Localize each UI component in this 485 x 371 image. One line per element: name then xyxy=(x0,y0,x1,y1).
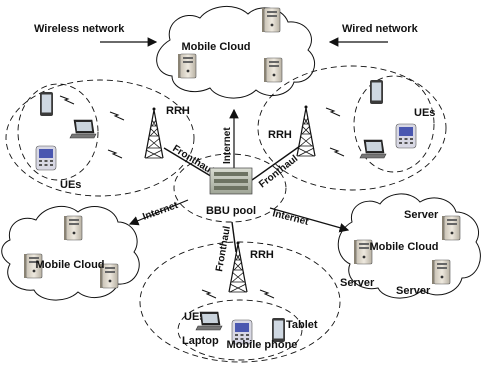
right-cell-ellipse xyxy=(257,65,447,191)
server-label-top: Server xyxy=(404,209,439,221)
tablet-icon xyxy=(40,92,53,116)
tablet-label: Tablet xyxy=(286,319,318,331)
fronthaul-link-bottom xyxy=(231,221,237,253)
rrh-label-bottom: RRH xyxy=(250,249,274,261)
laptop-icon xyxy=(359,139,387,159)
fronthaul-link-left xyxy=(163,147,215,179)
server-icon xyxy=(431,259,451,285)
internet-link-right xyxy=(269,207,350,233)
right-ue-ellipse xyxy=(353,75,435,173)
ues-label-left: UEs xyxy=(60,179,81,191)
internet-link-left xyxy=(128,199,189,226)
laptop-label: Laptop xyxy=(182,335,219,347)
lightning-icon xyxy=(59,95,75,105)
left-cell-ellipse xyxy=(5,79,195,197)
bottom-cell-ellipse xyxy=(139,241,341,363)
fronthaul-label-bottom: Fronthaul xyxy=(214,225,233,273)
fronthaul-link-right xyxy=(251,145,301,181)
server-icon xyxy=(441,215,461,241)
phone-icon xyxy=(35,145,57,171)
server-label-right: Server xyxy=(396,285,431,297)
lightning-icon xyxy=(201,289,217,299)
bbu-rack-icon xyxy=(209,167,253,195)
top-cloud-label: Mobile Cloud xyxy=(181,41,250,53)
tower-icon xyxy=(296,104,316,157)
server-icon xyxy=(261,7,281,33)
left-cloud-label: Mobile Cloud xyxy=(35,259,104,271)
tablet-icon xyxy=(370,80,383,104)
internet-label-top: Internet xyxy=(222,127,233,164)
rrh-label-right: RRH xyxy=(268,129,292,141)
wired-network-title: Wired network xyxy=(342,23,419,35)
mobile-phone-label: Mobile phone xyxy=(227,339,298,351)
lightning-icon xyxy=(325,107,341,117)
right-cloud-label: Mobile Cloud xyxy=(369,241,438,253)
internet-label-left: Internet xyxy=(141,200,180,223)
laptop-icon xyxy=(69,119,97,139)
lightning-icon xyxy=(109,111,125,121)
server-label-left: Server xyxy=(340,277,375,289)
tower-icon xyxy=(144,106,164,159)
bbu-pool-label: BBU pool xyxy=(206,205,256,217)
server-icon xyxy=(63,215,83,241)
bottom-ue-ellipse xyxy=(177,299,303,361)
rrh-label-left: RRH xyxy=(166,105,190,117)
lightning-icon xyxy=(329,147,345,157)
server-icon xyxy=(263,57,283,83)
phone-icon xyxy=(395,123,417,149)
tower-icon xyxy=(228,240,248,293)
lightning-icon xyxy=(259,289,275,299)
lightning-icon xyxy=(107,149,123,159)
ues-label-right: UEs xyxy=(414,107,435,119)
left-ue-ellipse xyxy=(17,83,99,181)
wireless-network-title: Wireless network xyxy=(34,23,125,35)
internet-label-right: Internet xyxy=(271,208,310,228)
server-icon xyxy=(177,53,197,79)
